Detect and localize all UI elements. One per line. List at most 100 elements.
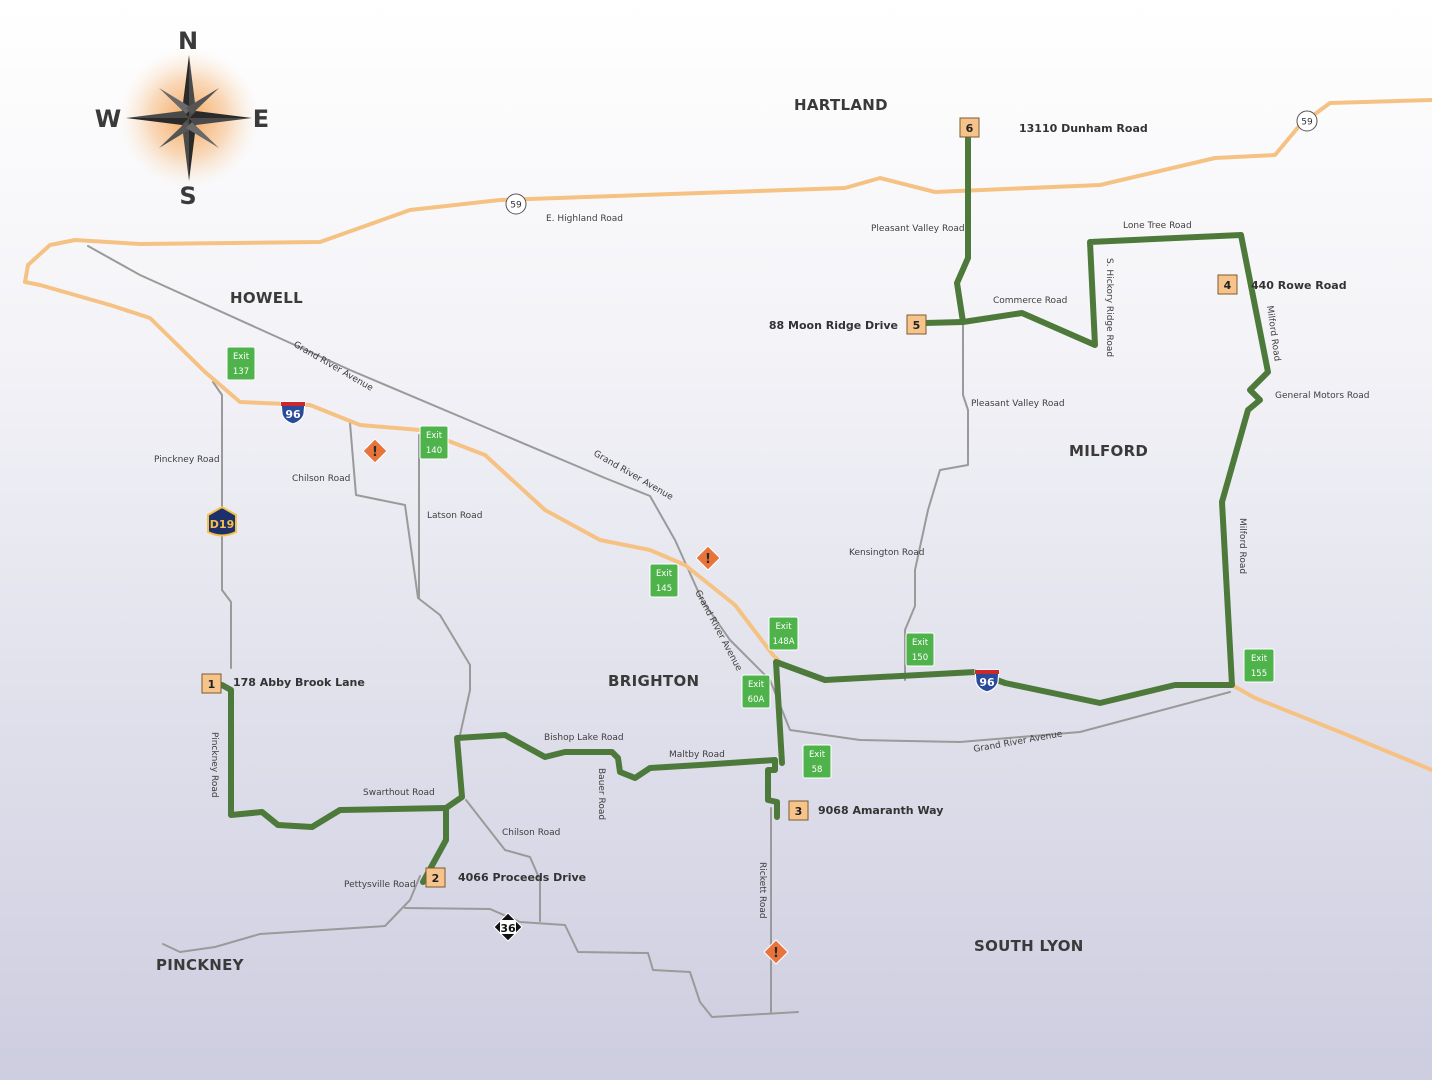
exit-label: Exit <box>912 638 929 648</box>
marker-number: 4 <box>1224 279 1232 292</box>
m59-highway-line <box>26 98 1432 267</box>
exit-sign-58: Exit 58 <box>802 744 832 779</box>
road-label-pleasant-valley-2: Pleasant Valley Road <box>971 399 1065 409</box>
grand-river-avenue-line <box>87 245 1231 743</box>
svg-text:!: ! <box>773 946 779 961</box>
pettysville-road-line <box>162 875 421 953</box>
compass-star-icon <box>126 55 252 181</box>
marker-number: 6 <box>966 122 974 135</box>
exit-number: 137 <box>233 367 249 377</box>
road-label-pettysville: Pettysville Road <box>344 880 416 890</box>
d19-shield-icon: D19 <box>207 505 237 537</box>
i96-shield-number: 96 <box>979 676 995 689</box>
location-marker-4[interactable]: 4 440 Rowe Road <box>1217 274 1347 295</box>
marker-number: 2 <box>432 872 440 885</box>
compass-rose: N S W E <box>95 27 269 210</box>
compass-n: N <box>178 27 198 55</box>
marker-address: 88 Moon Ridge Drive <box>769 319 898 332</box>
road-label-bishop-lake: Bishop Lake Road <box>544 733 624 743</box>
town-howell: HOWELL <box>230 289 303 307</box>
m36-shield-icon: 36 <box>493 912 523 942</box>
compass-w: W <box>95 105 121 133</box>
marker-address: 178 Abby Brook Lane <box>233 676 365 689</box>
compass-s: S <box>179 182 196 210</box>
marker-number: 5 <box>913 319 921 332</box>
marker-address: 13110 Dunham Road <box>1019 122 1148 135</box>
svg-text:!: ! <box>705 552 711 567</box>
marker-address: 9068 Amaranth Way <box>818 804 943 817</box>
road-label-chilson-2: Chilson Road <box>502 828 560 838</box>
road-label-general-motors: General Motors Road <box>1275 391 1369 401</box>
route-segment-3-4 <box>773 232 1271 766</box>
road-label-kensington: Kensington Road <box>849 548 925 558</box>
exit-label: Exit <box>809 750 826 760</box>
m59-shield-number: 59 <box>510 201 522 211</box>
location-marker-1[interactable]: 1 178 Abby Brook Lane <box>201 673 365 694</box>
road-label-swarthout: Swarthout Road <box>363 788 435 798</box>
road-label-s-hickory-ridge: S. Hickory Ridge Road <box>1104 258 1114 357</box>
road-label-pinckney-1: Pinckney Road <box>154 455 220 465</box>
road-label-bauer: Bauer Road <box>596 768 606 820</box>
location-marker-3[interactable]: 3 9068 Amaranth Way <box>788 800 943 821</box>
exit-number: 145 <box>656 584 672 594</box>
exit-label: Exit <box>426 431 443 441</box>
minor-roads <box>87 245 1231 1018</box>
m59-shield-number: 59 <box>1301 118 1313 128</box>
route <box>219 134 1271 885</box>
road-label-rickett: Rickett Road <box>757 862 767 919</box>
exit-sign-140: Exit 140 <box>419 425 449 460</box>
marker-number: 1 <box>208 678 216 691</box>
road-label-latson: Latson Road <box>427 511 482 521</box>
road-label-lone-tree: Lone Tree Road <box>1123 221 1192 231</box>
exit-number: 58 <box>812 765 823 775</box>
road-label-maltby: Maltby Road <box>669 750 725 760</box>
m59-shield-icon: 59 <box>1296 110 1318 132</box>
chilson-road-south-line <box>465 799 541 922</box>
road-label-pinckney-2: Pinckney Road <box>209 732 219 798</box>
exit-sign-148a: Exit 148A <box>768 616 799 651</box>
chilson-road-north-line <box>349 422 471 736</box>
town-brighton: BRIGHTON <box>608 672 699 690</box>
exit-number: 150 <box>912 653 928 663</box>
road-label-pleasant-valley-1: Pleasant Valley Road <box>871 224 965 234</box>
exit-label: Exit <box>1251 654 1268 664</box>
town-pinckney: PINCKNEY <box>156 956 245 974</box>
route-segment-1-2 <box>219 682 449 885</box>
warning-icon: ! <box>695 545 721 571</box>
exit-label: Exit <box>656 569 673 579</box>
location-marker-2[interactable]: 2 4066 Proceeds Drive <box>425 867 586 888</box>
exit-signs: Exit 137 Exit 140 Exit 145 Exit 148A Exi… <box>226 346 1275 779</box>
marker-number: 3 <box>795 805 803 818</box>
exit-label: Exit <box>775 622 792 632</box>
compass-e: E <box>253 105 269 133</box>
road-label-chilson-1: Chilson Road <box>292 474 350 484</box>
exit-sign-60a: Exit 60A <box>741 674 771 709</box>
i96-shield-icon: 96 <box>974 669 1000 693</box>
exit-sign-145: Exit 145 <box>649 563 679 598</box>
exit-label: Exit <box>748 680 765 690</box>
m59-shield-icon: 59 <box>505 193 527 215</box>
location-marker-5[interactable]: 5 88 Moon Ridge Drive <box>769 314 927 335</box>
pleasant-valley-kensington-line <box>904 319 969 681</box>
svg-text:!: ! <box>372 445 378 460</box>
highway-shields: 59 59 96 96 36 D19 <box>207 110 1318 942</box>
marker-address: 440 Rowe Road <box>1251 279 1347 292</box>
route-segment-2-3 <box>443 732 780 820</box>
exit-number: 148A <box>772 637 794 647</box>
marker-address: 4066 Proceeds Drive <box>458 871 586 884</box>
d19-shield-number: D19 <box>210 518 234 531</box>
town-milford: MILFORD <box>1069 442 1148 460</box>
location-marker-6[interactable]: 6 13110 Dunham Road <box>959 117 1148 138</box>
i96-shield-number: 96 <box>285 408 301 421</box>
exit-number: 155 <box>1251 669 1267 679</box>
warning-icon: ! <box>763 939 789 965</box>
road-label-milford-2: Milford Road <box>1237 518 1247 574</box>
town-hartland: HARTLAND <box>794 96 888 114</box>
location-markers: 1 178 Abby Brook Lane 2 4066 Proceeds Dr… <box>201 117 1347 888</box>
warning-icon: ! <box>362 438 388 464</box>
route-segment-5-6 <box>922 134 971 326</box>
exit-number: 140 <box>426 446 442 456</box>
road-label-e-highland: E. Highland Road <box>546 214 623 224</box>
